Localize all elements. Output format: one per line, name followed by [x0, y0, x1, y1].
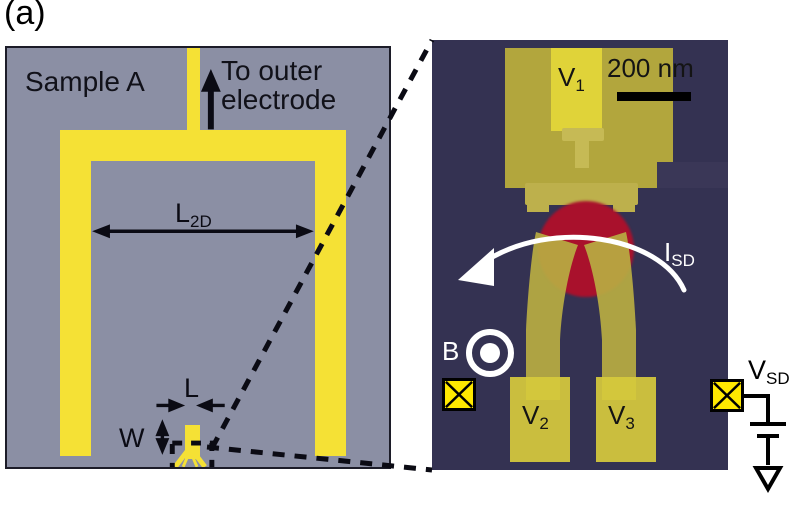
- ground-icon: [752, 466, 784, 494]
- gate-fine-foot-left: [527, 200, 549, 212]
- gate-fine-stem: [575, 138, 589, 168]
- loop-bottom-gap-left: [91, 425, 185, 457]
- label-v1: V1: [558, 62, 585, 95]
- gate-pad-v3: [596, 377, 656, 462]
- field-dot: [480, 343, 500, 363]
- label-vsd: VSD: [748, 355, 790, 388]
- label-l: L: [184, 373, 200, 403]
- quantum-dot: [538, 201, 634, 297]
- outer-electrode-caption: To outer electrode: [221, 56, 336, 115]
- metal-lead-to-outer-electrode: [187, 48, 200, 134]
- scalebar: [617, 92, 691, 101]
- gate-pad-v1: [551, 48, 602, 131]
- field-circle: [466, 329, 514, 377]
- arrow-up-icon: [200, 68, 221, 130]
- ohmic-contact-left: [442, 378, 476, 411]
- gate-fine-foot-right: [613, 200, 635, 212]
- contact-cross-right-icon: [713, 382, 741, 409]
- label-v3: V3: [608, 400, 635, 433]
- sample-title: Sample A: [25, 66, 145, 97]
- label-b-field: B: [442, 336, 460, 366]
- constriction: [185, 425, 200, 459]
- gate-fine-top: [562, 128, 604, 141]
- label-v2: V2: [522, 400, 549, 433]
- contact-cross-left-icon: [445, 381, 473, 408]
- label-isd: ISD: [664, 237, 695, 270]
- scalebar-label: 200 nm: [607, 53, 694, 83]
- outer-electrode-line2: electrode: [221, 84, 337, 116]
- gate-notch-right: [657, 162, 728, 188]
- bias-circuit: [744, 394, 786, 465]
- label-l2d: L2D: [175, 198, 212, 231]
- gate-pad-v2: [510, 377, 570, 462]
- left-schematic-panel: Sample A To outer electrode L2D L W: [5, 46, 391, 469]
- loop-bottom-gap-right: [200, 425, 315, 457]
- panel-label: (a): [4, 0, 46, 32]
- current-arrow-head: [458, 248, 494, 286]
- gate-fine-bar: [525, 183, 638, 205]
- right-sem-panel: 200 nm V1 V2 V3 ISD B: [432, 40, 728, 470]
- outer-electrode-line1: To outer: [221, 55, 323, 86]
- label-w: W: [119, 423, 145, 453]
- ohmic-contact-right: [710, 379, 744, 412]
